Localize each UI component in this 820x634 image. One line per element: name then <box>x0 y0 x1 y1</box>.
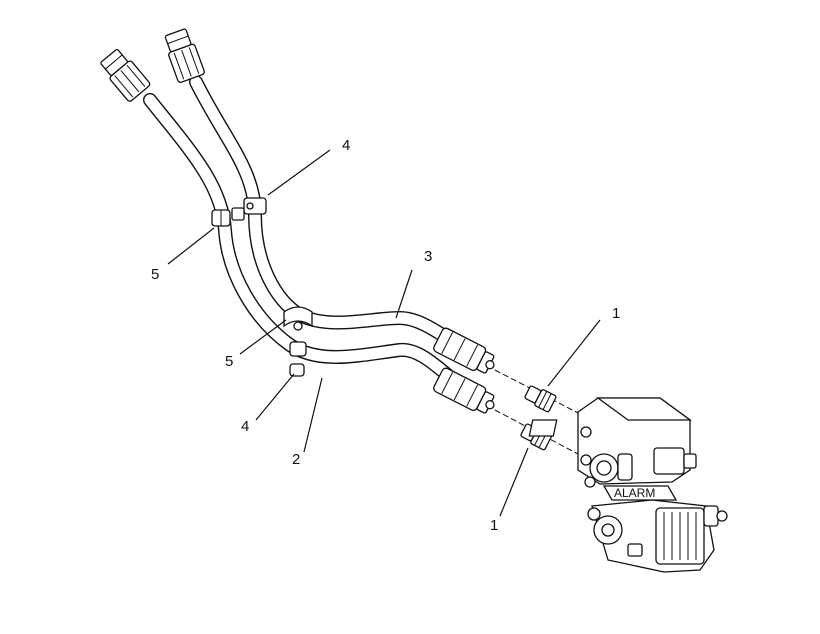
tube-line-lower <box>143 93 467 392</box>
callout-4-upper: 4 <box>342 137 350 154</box>
callout-3: 3 <box>424 248 432 265</box>
valve-alarm-label: ALARM <box>614 486 655 500</box>
connector-upper <box>524 385 557 413</box>
hose-end-fitting-right <box>164 28 205 83</box>
tube-nut-lower <box>433 367 495 414</box>
callout-4-lower: 4 <box>241 418 249 435</box>
valve-assembly: ALARM <box>528 397 728 573</box>
tube-nut-upper <box>433 327 495 374</box>
callout-5-upper: 5 <box>151 266 159 283</box>
callout-2: 2 <box>292 451 300 468</box>
callout-1-upper: 1 <box>612 305 620 322</box>
clip-lower-top <box>283 306 313 331</box>
callout-5-lower: 5 <box>225 353 233 370</box>
clip-lower-bottom <box>289 341 307 377</box>
clip-upper-left <box>211 209 231 227</box>
clip-upper-right <box>231 197 267 221</box>
callout-1-lower: 1 <box>490 517 498 534</box>
hose-end-fitting-left <box>100 48 151 102</box>
